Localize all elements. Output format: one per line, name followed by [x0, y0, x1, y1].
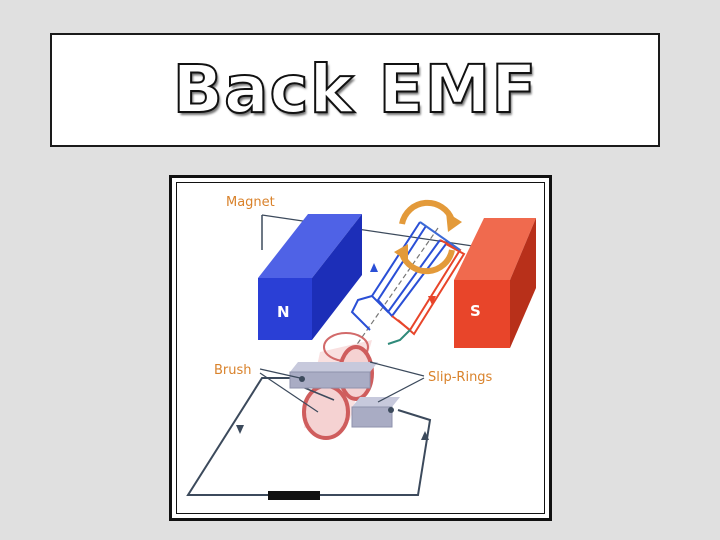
slide-title: Back EMF: [172, 51, 538, 128]
coil-arrow-up: [370, 263, 378, 272]
brush-upper: [289, 362, 378, 389]
magnet-label: Magnet: [226, 195, 275, 210]
current-arrow-right: [421, 431, 429, 440]
diagram-inner-border: [176, 182, 545, 514]
label-leaders: [259, 361, 425, 413]
coil-arrow-down: [428, 296, 436, 305]
circuit-wire: [186, 377, 432, 496]
brush-lower: [351, 397, 400, 428]
load-resistor: [268, 491, 320, 500]
rotation-arrowhead-2: [394, 244, 408, 262]
rotation-arrowhead-1: [446, 212, 462, 232]
armature-coil: [350, 221, 466, 345]
current-arrow-left: [236, 425, 244, 434]
north-magnet: [258, 214, 362, 340]
magnet-leader-top: [261, 214, 501, 251]
south-pole-label: S: [470, 302, 481, 320]
slip-rings-label: Slip-Rings: [428, 370, 493, 385]
title-box: Back EMF: [50, 33, 660, 147]
rotation-arrow: [399, 199, 455, 275]
south-magnet: [454, 218, 536, 348]
north-pole-label: N: [277, 303, 290, 321]
brush-label: Brush: [214, 363, 252, 378]
